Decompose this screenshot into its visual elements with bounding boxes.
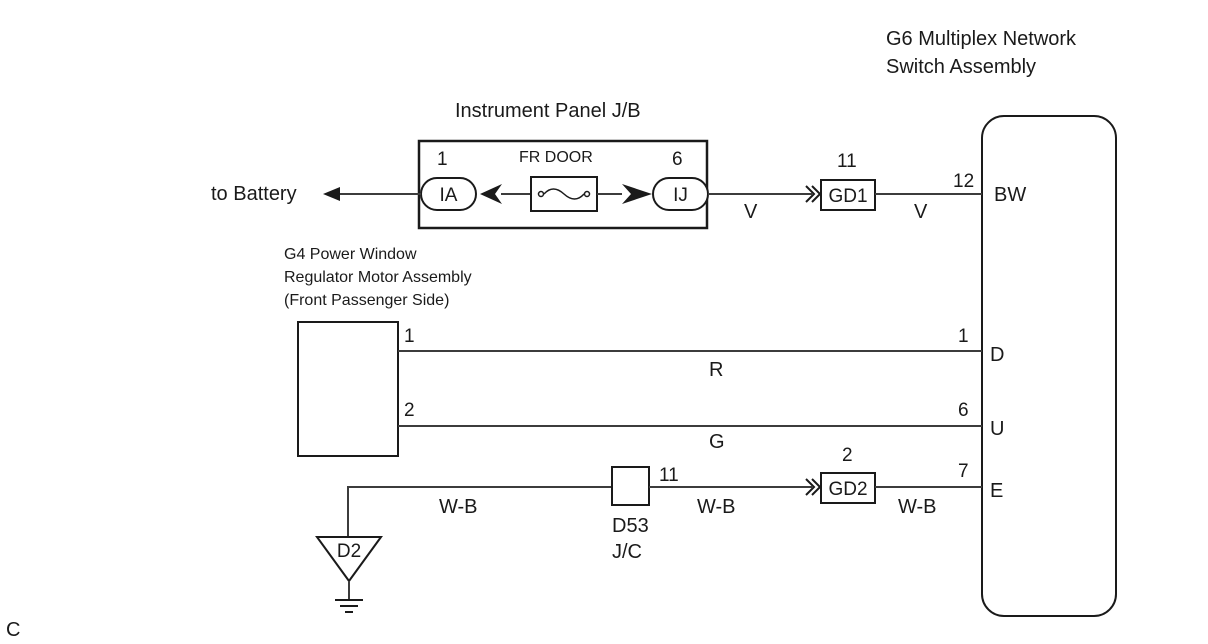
jb-pin-right: 6 (672, 149, 683, 170)
g6-term-e: E (990, 480, 1003, 502)
chevron-left-icon (480, 184, 502, 204)
wire-v-1-label: V (744, 201, 758, 223)
g6-pin-u: 6 (958, 400, 969, 421)
arrow-left-icon (323, 187, 340, 201)
jb-title: Instrument Panel J/B (455, 100, 641, 122)
g6-pin-e: 7 (958, 461, 969, 482)
g6-term-d: D (990, 344, 1004, 366)
g4-motor-assembly (297, 321, 399, 457)
g4-pin-1: 1 (404, 326, 415, 347)
g4-title-line2: Regulator Motor Assembly (284, 269, 472, 286)
gd1-pin: 11 (837, 151, 857, 172)
g6-title-line1: G6 Multiplex Network (886, 28, 1077, 50)
wire-g-label: G (709, 431, 725, 453)
wire-wb-3-label: W-B (898, 496, 937, 518)
wire-wb-1 (347, 486, 612, 545)
g4-pin-2: 2 (404, 400, 415, 421)
connector-gd1-label: GD1 (828, 186, 867, 207)
g6-pin-d: 1 (958, 326, 969, 347)
d53-label-line2: J/C (612, 541, 642, 563)
fuse-terminal-left (537, 190, 545, 198)
d53-pin: 11 (659, 465, 679, 486)
g6-term-u: U (990, 418, 1004, 440)
g4-title-line1: G4 Power Window (284, 246, 417, 263)
ground-point-label: D2 (337, 541, 361, 562)
fuse-element-icon (543, 188, 585, 200)
g6-title-line2: Switch Assembly (886, 56, 1036, 78)
corner-letter: C (6, 619, 20, 641)
wire-wb-1-label: W-B (439, 496, 478, 518)
g4-title-line3: (Front Passenger Side) (284, 292, 449, 309)
wire-r-label: R (709, 359, 723, 381)
to-battery-label: to Battery (211, 183, 297, 205)
ground-point-d2 (315, 536, 383, 583)
chevron-right-icon (622, 184, 652, 204)
d53-label-line1: D53 (612, 515, 649, 537)
fuse-label: FR DOOR (519, 149, 593, 166)
wire-v-2-label: V (914, 201, 928, 223)
connector-gd2 (820, 472, 876, 504)
connector-ia-label: IA (440, 185, 458, 206)
jb-pin-left: 1 (437, 149, 448, 170)
connector-gd2-label: GD2 (828, 479, 867, 500)
wire-wb-2-label: W-B (697, 496, 736, 518)
g6-switch-assembly (981, 115, 1117, 617)
g6-pin-bw: 12 (953, 171, 974, 192)
g6-term-bw: BW (994, 184, 1026, 206)
connector-ij-label: IJ (673, 185, 688, 206)
d53-junction-connector (611, 466, 650, 506)
fuse-terminal-right (583, 190, 591, 198)
gd2-pin: 2 (842, 445, 853, 466)
